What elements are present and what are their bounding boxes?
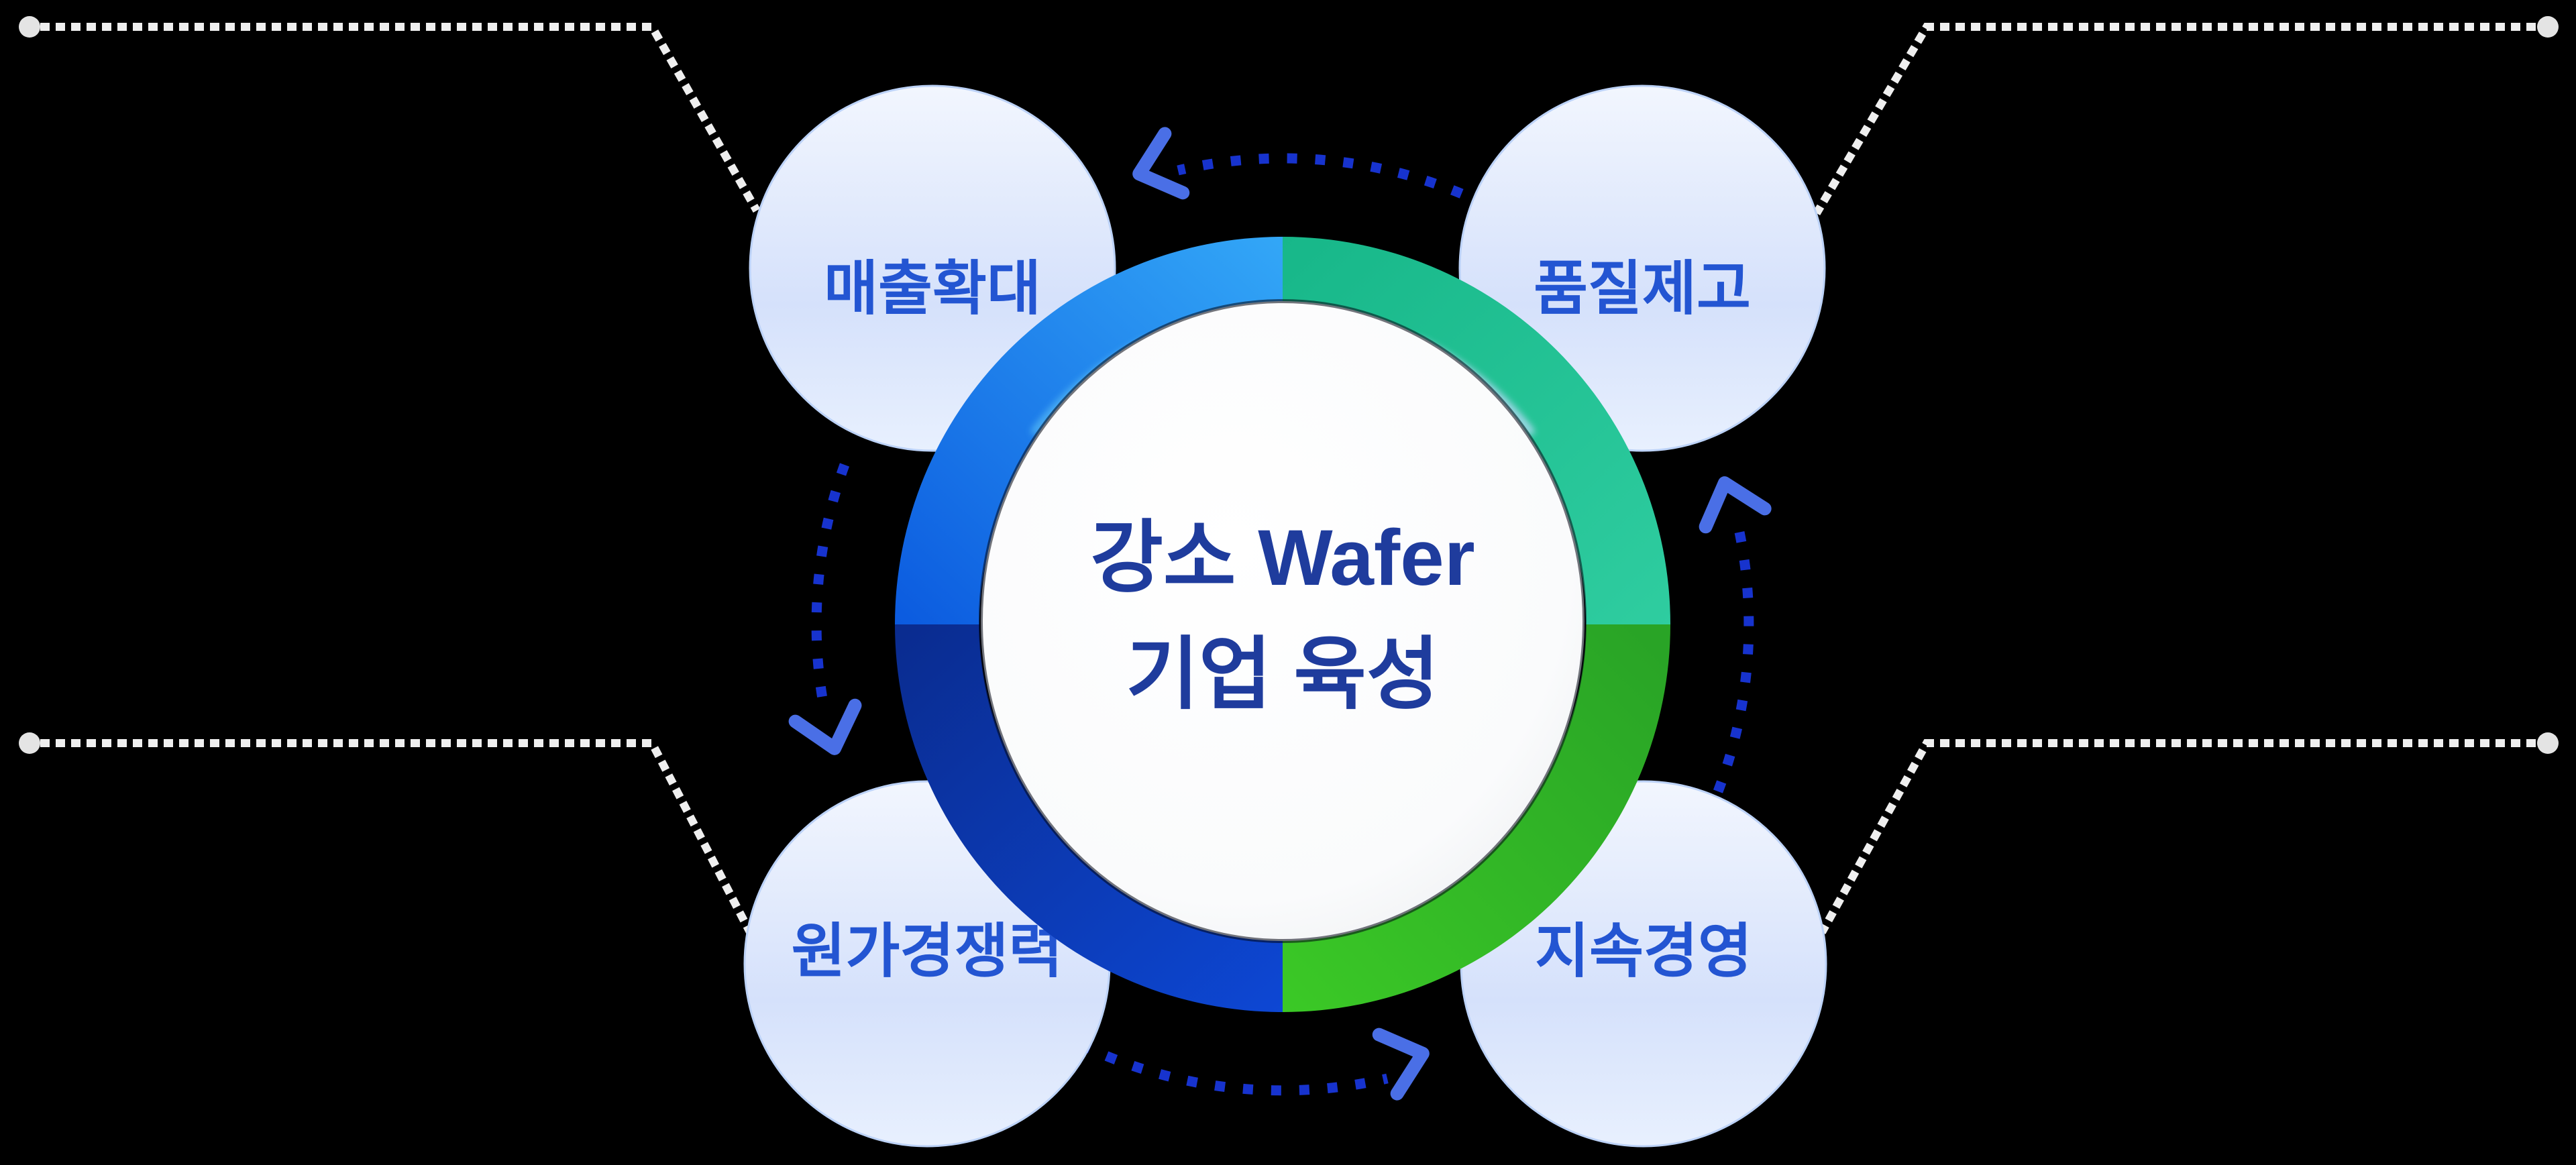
flow-arrowhead-left-icon: [788, 698, 862, 755]
flow-arrowhead-right-icon: [1699, 476, 1772, 534]
center-title-line1: 강소 Wafer: [1090, 514, 1474, 602]
connector-dot-top-right: [2537, 16, 2559, 38]
flow-arrowhead-bottom-icon: [1372, 1028, 1430, 1101]
node-label-bottom-right: 지속경영: [1535, 918, 1752, 985]
connector-line-top-right: [1813, 23, 2536, 216]
connector-line-middle-right: [1818, 739, 2536, 934]
corner-connectors: [19, 16, 2559, 934]
connector-dot-middle-right: [2537, 732, 2559, 754]
connector-dot-top-left: [19, 16, 40, 38]
node-label-top-left: 매출확대: [824, 256, 1041, 322]
flow-arrowhead-top-icon: [1132, 127, 1190, 200]
connector-line-middle-left: [40, 739, 754, 934]
center-title-line2: 기업 육성: [1126, 630, 1439, 719]
flow-arc-right: [1713, 518, 1754, 793]
center-node: 강소 Wafer 기업 육성: [979, 299, 1587, 943]
connector-line-top-left: [40, 23, 761, 213]
flow-arc-left: [811, 463, 850, 715]
node-label-top-right: 품질제고: [1534, 256, 1751, 322]
node-label-bottom-left: 원가경쟁력: [792, 918, 1063, 985]
connector-dot-middle-left: [19, 732, 40, 754]
center-circle: [979, 299, 1587, 943]
